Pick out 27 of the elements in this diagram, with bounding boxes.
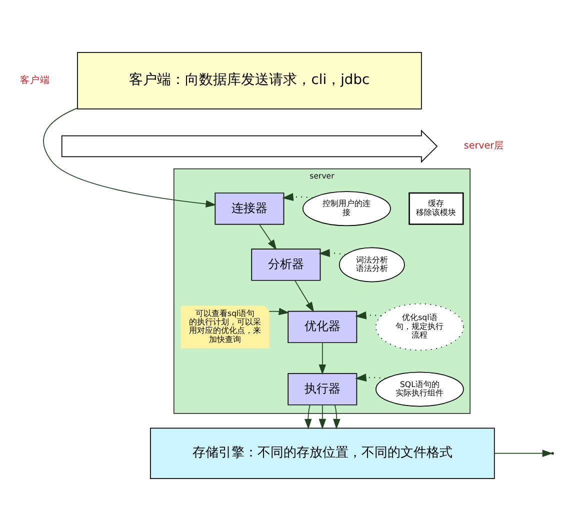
arrow <box>259 223 277 250</box>
node-ellipse: 优化sql语句，规定执行流程 <box>375 302 464 350</box>
node-ellipse: 控制用户的连接 <box>302 190 391 226</box>
node-arrow <box>61 129 438 162</box>
node-box: 客户端：向数据库发送请求，cli，jdbc <box>77 52 422 109</box>
arrow <box>494 449 553 456</box>
arrow <box>294 280 314 312</box>
arrow <box>318 248 346 256</box>
arrow <box>333 404 340 429</box>
node-box: 优化器 <box>288 310 358 343</box>
node-box: 存储引擎：不同的存放位置，不同的文件格式 <box>150 427 495 478</box>
node-ellipse: 词法分析语法分析 <box>338 246 405 282</box>
arrow <box>355 373 386 382</box>
node-box: 缓存 移除该模块 <box>408 192 464 224</box>
arrow <box>318 404 326 429</box>
node-ellipse: SQL语句的实际执行组件 <box>375 371 464 406</box>
node-box: 连接器 <box>214 192 284 224</box>
arrow <box>43 107 216 207</box>
arrow <box>355 310 382 319</box>
arrow <box>304 404 312 429</box>
arrow <box>282 192 313 200</box>
node-label: 客户端 <box>20 74 50 86</box>
arrow <box>268 307 290 315</box>
node-label: server层 <box>464 140 504 152</box>
node-box: 执行器 <box>288 372 358 405</box>
node-box: 分析器 <box>251 248 321 280</box>
arrow <box>318 342 326 374</box>
